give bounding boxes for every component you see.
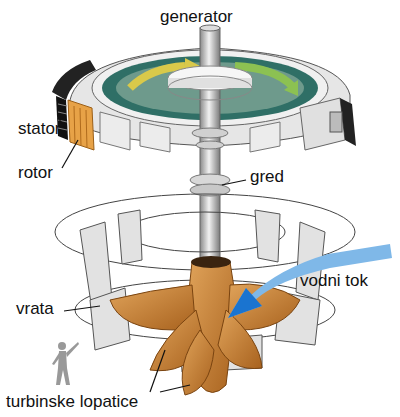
flow-label: vodni tok [300,272,368,291]
part-label: stator [18,120,61,139]
part-label: gred [250,168,284,187]
part-label: rotor [18,164,53,183]
part-label: vrata [16,300,54,319]
part-label: generator [160,8,233,27]
part-label: turbinske lopatice [6,393,138,412]
leader-lines [58,118,246,392]
